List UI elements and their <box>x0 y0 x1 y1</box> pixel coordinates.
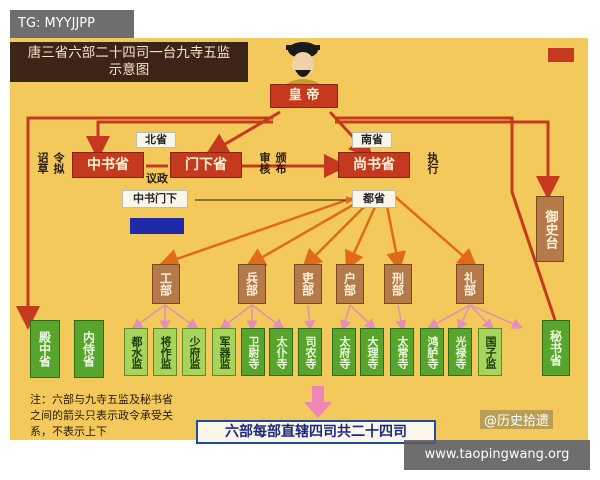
ministry-war: 兵部 <box>238 264 266 304</box>
diagram-note: 注：六部与九寺五监及秘书省之间的箭头只表示政令承受关系，不表示上下 <box>30 393 173 438</box>
label-zhao-cao: 诏草 <box>36 152 49 174</box>
menxia-department: 门下省 <box>170 152 242 178</box>
zhongshu-menxia-box: 中书门下 <box>122 190 188 208</box>
shangshu-department: 尚书省 <box>338 152 410 178</box>
blue-seal-icon <box>130 218 184 234</box>
diagram-title: 唐三省六部二十四司一台九寺五监 示意图 <box>10 42 248 82</box>
bureau-weiwei: 卫尉寺 <box>241 328 265 376</box>
tg-watermark: TG: MYYJJPP <box>10 10 134 38</box>
bureau-sinong: 司农寺 <box>298 328 322 376</box>
bureau-taichang: 太常寺 <box>390 328 414 376</box>
site-watermark: www.taopingwang.org <box>404 440 590 470</box>
north-province-label: 北省 <box>136 132 176 148</box>
ministry-rites: 礼部 <box>456 264 484 304</box>
label-ling-ni: 令拟 <box>52 152 65 174</box>
censorate-box: 御史台 <box>536 196 564 262</box>
title-line-2: 示意图 <box>108 62 150 78</box>
ministry-personnel: 吏部 <box>294 264 322 304</box>
emperor-portrait-icon <box>278 40 328 86</box>
bureau-mishu: 秘书省 <box>542 320 570 376</box>
label-ban-bu: 颁布 <box>274 152 287 174</box>
title-line-1: 唐三省六部二十四司一台九寺五监 <box>27 45 231 61</box>
neishi-office: 内侍省 <box>74 320 104 378</box>
bureau-junqi: 军器监 <box>212 328 236 376</box>
label-shen-he: 审核 <box>258 152 271 174</box>
bureau-taifu: 太府寺 <box>332 328 356 376</box>
bureau-taipu: 太仆寺 <box>269 328 293 376</box>
label-yi-zheng: 议政 <box>146 172 168 185</box>
dusheng-box: 都省 <box>352 190 396 208</box>
zhongshu-department: 中书省 <box>72 152 144 178</box>
down-arrow-icon <box>304 386 332 418</box>
bureau-honglu: 鸿胪寺 <box>420 328 444 376</box>
ministry-works: 工部 <box>152 264 180 304</box>
emperor-box: 皇 帝 <box>270 84 338 108</box>
dianzhong-office: 殿中省 <box>30 320 60 378</box>
bureau-shaofu: 少府监 <box>182 328 206 376</box>
bureau-guozi: 国子监 <box>478 328 502 376</box>
ministry-revenue: 户部 <box>336 264 364 304</box>
author-watermark: @历史拾遗 <box>480 410 554 429</box>
corner-tag-icon <box>548 48 574 62</box>
bureau-dali: 大理寺 <box>360 328 384 376</box>
ministry-justice: 刑部 <box>384 264 412 304</box>
bureau-jiangzuo: 将作监 <box>153 328 177 376</box>
bureau-guanglu: 光禄寺 <box>448 328 472 376</box>
south-province-label: 南省 <box>352 132 392 148</box>
bureau-dushui: 都水监 <box>124 328 148 376</box>
twenty-four-bureaus-box: 六部每部直辖四司共二十四司 <box>196 420 436 444</box>
label-zhi-xing: 执行 <box>426 152 439 174</box>
